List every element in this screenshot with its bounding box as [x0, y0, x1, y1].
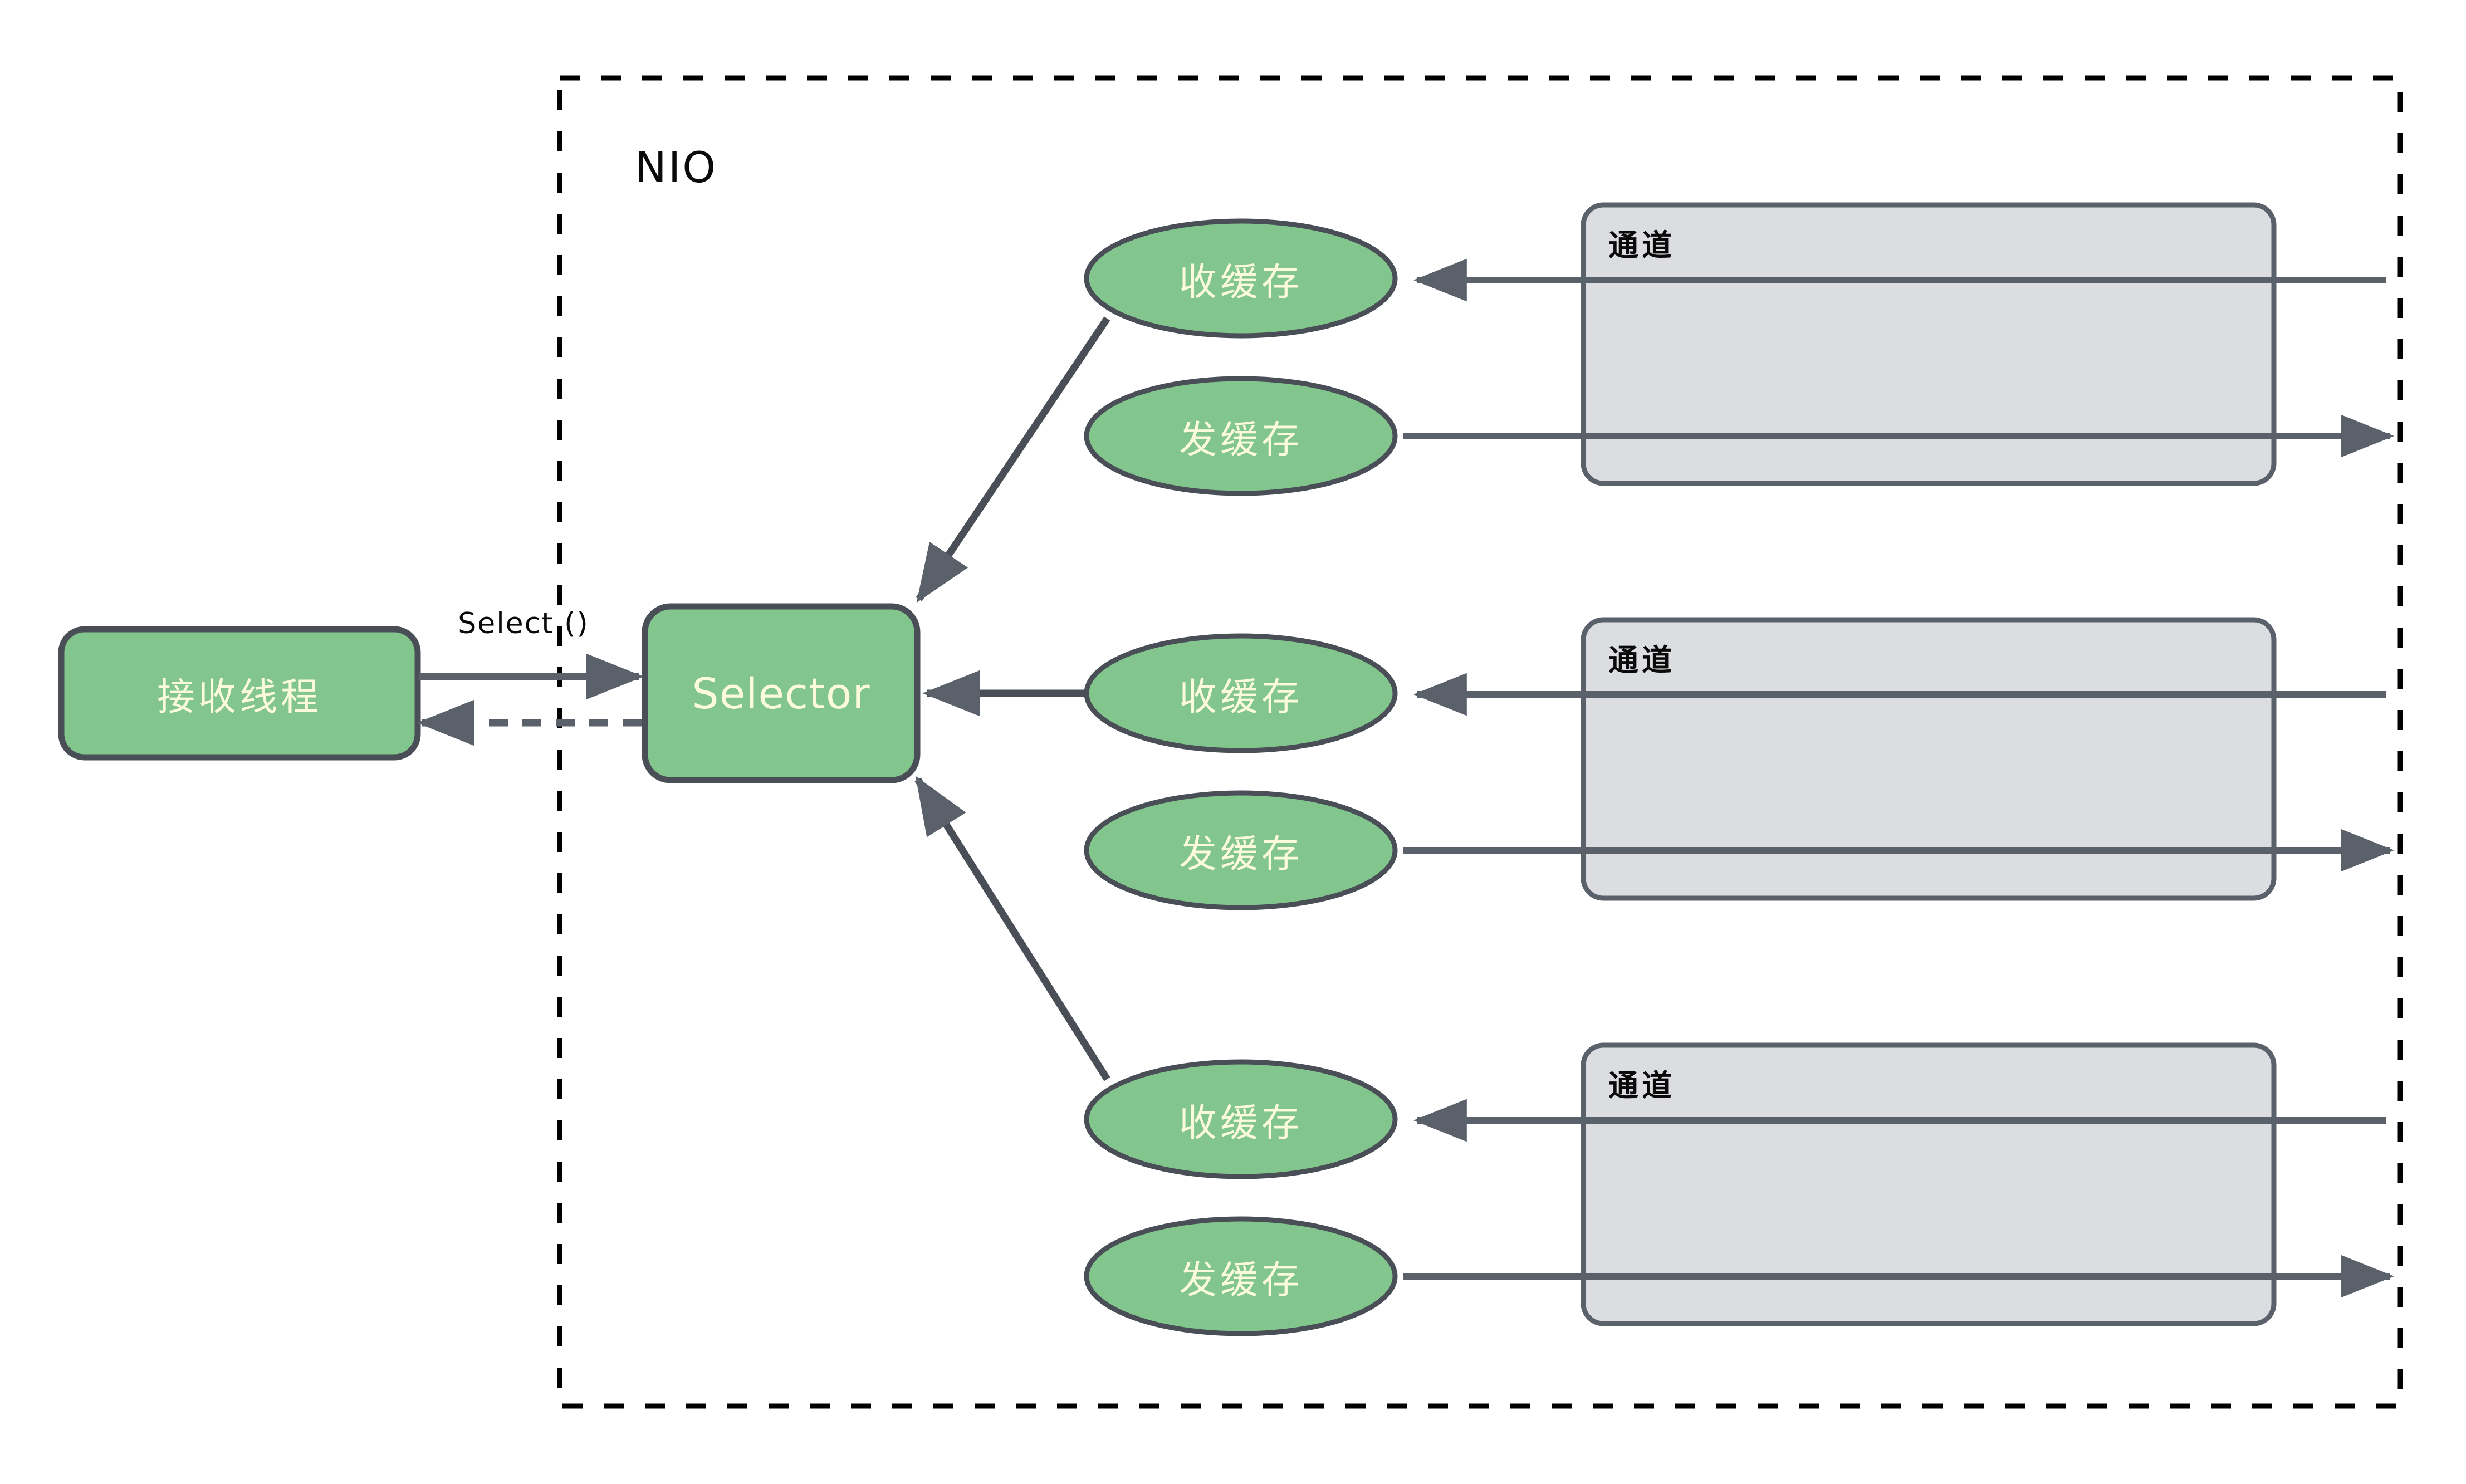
recv-buffer-ellipse-3[interactable] — [1084, 1059, 1398, 1179]
channel-box-3 — [1581, 1042, 2277, 1326]
edge-recv1-to-selector — [916, 316, 1110, 603]
edge-recv3-to-selector — [914, 776, 1110, 1081]
channel-box-2 — [1581, 617, 2277, 901]
selector-box[interactable] — [642, 603, 921, 783]
channel-box-1 — [1581, 202, 2277, 486]
recv-buffer-ellipse-1[interactable] — [1084, 218, 1398, 339]
receive-thread-box[interactable] — [58, 626, 421, 761]
send-buffer-ellipse-1[interactable] — [1084, 376, 1398, 496]
send-buffer-ellipse-2[interactable] — [1084, 790, 1398, 910]
recv-buffer-ellipse-2[interactable] — [1084, 633, 1398, 753]
nio-container-border — [557, 75, 2403, 1409]
send-buffer-ellipse-3[interactable] — [1084, 1216, 1398, 1336]
